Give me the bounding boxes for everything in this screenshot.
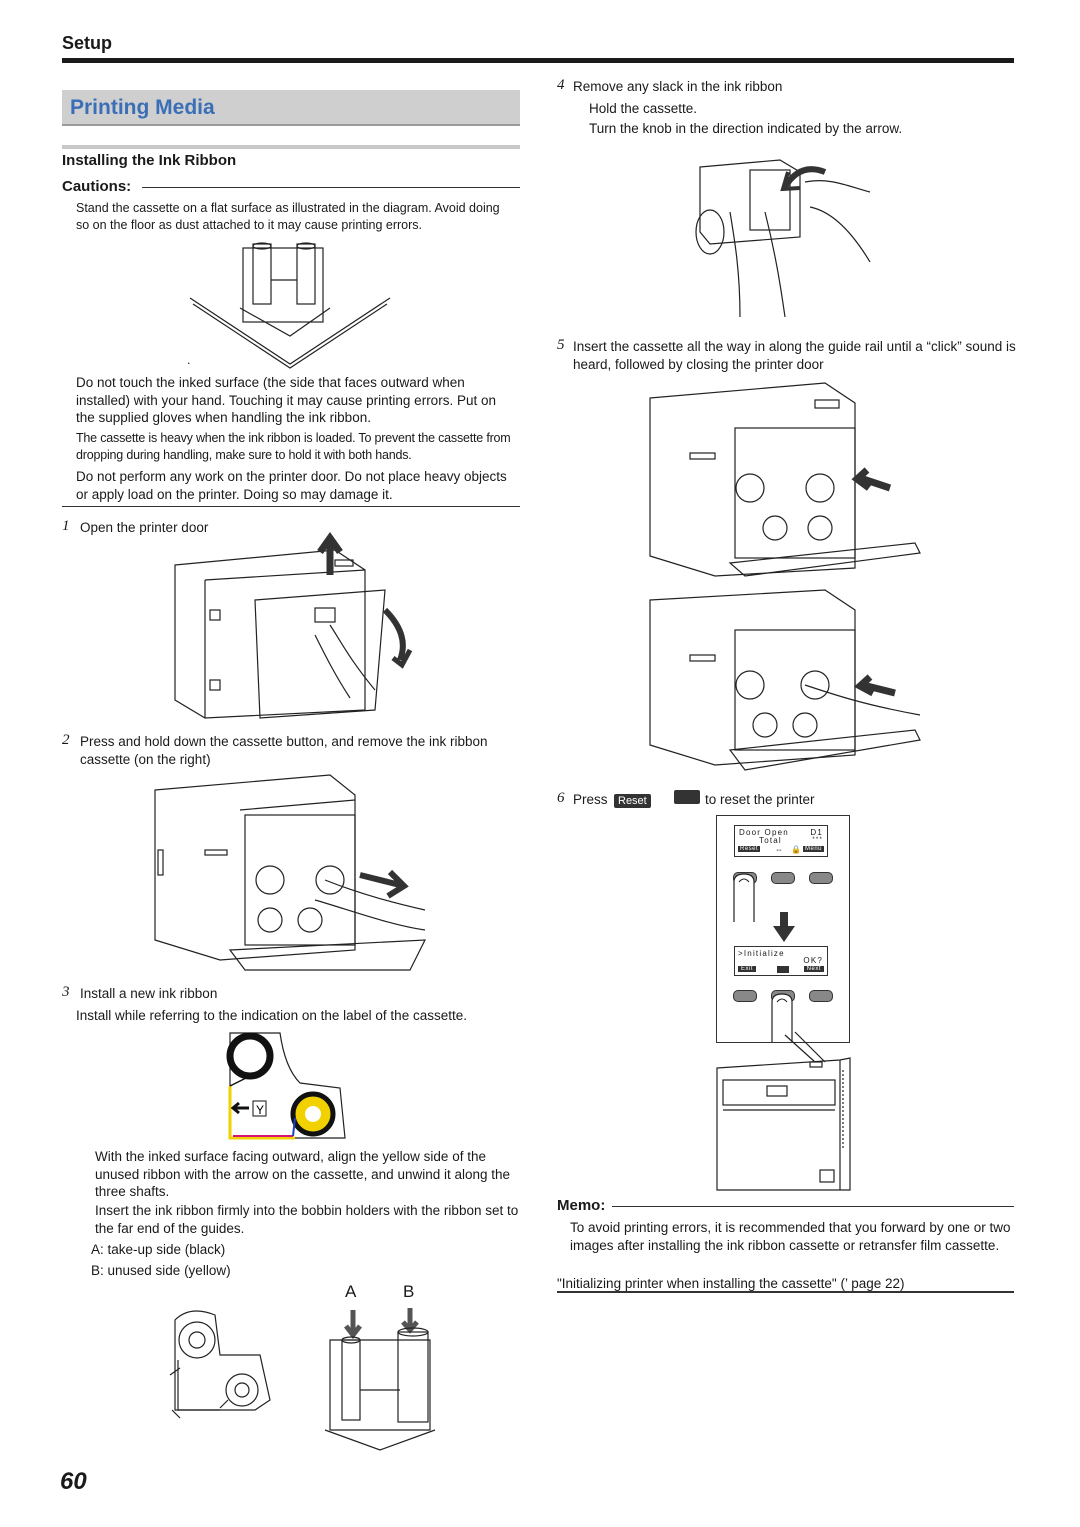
lcd1-right: Menu [802,846,824,852]
panel-button-left-2 [733,990,757,1002]
insert-cassette-illustration [649,382,921,577]
cautions-label: Cautions: [62,178,132,195]
step-3-sub1: Install while referring to the indicatio… [76,1008,467,1023]
label-b: B [403,1282,415,1301]
reset-key: Reset [614,791,651,809]
caution-item-1: Stand the cassette on a flat surface as … [76,201,500,232]
step-3-sub3: Insert the ink ribbon firmly into the bo… [95,1203,519,1236]
memo-end-rule [557,1291,1014,1293]
panel-button-right [809,872,833,884]
step-2-number: 2 [62,732,70,748]
usb-icon: ⇔ [775,845,785,854]
printer-front-illustration [716,1031,851,1191]
step-1-text: Open the printer door [80,520,209,535]
subtitle-rule [62,145,520,149]
memo-text: To avoid printing errors, it is recommen… [570,1220,1011,1253]
step-5-text: Insert the cassette all the way in along… [573,339,1016,372]
memo-link[interactable]: "Initializing printer when installing th… [557,1276,905,1291]
down-arrow-icon [773,912,795,942]
bobbin-placement-illustration [169,1308,436,1451]
cassette-flat-surface-illustration [189,242,391,369]
label-y: Y [256,1103,264,1117]
open-printer-door-illustration [174,531,413,719]
panel-button-center [771,872,795,884]
label-a-description: A: take-up side (black) [91,1242,226,1257]
caution-item-3: The cassette is heavy when the ink ribbo… [76,431,511,462]
enter-key-icon [674,790,700,804]
caution-item-4: Do not perform any work on the printer d… [76,469,507,502]
control-panel [716,815,850,1043]
label-a: A [345,1282,357,1301]
cautions-end-rule [62,506,520,507]
section-title: Setup [62,33,113,53]
page-number: 60 [60,1468,87,1495]
close-door-illustration [649,589,921,771]
panel-button-right-2 [809,990,833,1002]
step-4-number: 4 [557,77,565,93]
subtitle: Installing the Ink Ribbon [62,152,237,169]
label-b-description: B: unused side (yellow) [91,1263,231,1278]
step-3-sub2: With the inked surface facing outward, a… [95,1149,511,1199]
step-5-number: 5 [557,337,565,353]
step-2-text: Press and hold down the cassette button,… [80,734,488,767]
caution-dot: . [187,353,191,367]
lcd2-left: Exit [738,966,757,972]
lcd2-right: Next [803,966,824,972]
step-4-sub1: Hold the cassette. [589,101,698,116]
finger-press-center-icon [771,993,793,1042]
lcd-screen-1: Door Open D1 Total *** Reset ⇔ 🔒 Menu [734,825,828,857]
header-rule [62,58,1014,63]
ribbon-label-illustration: Y [226,1032,346,1140]
finger-press-left-icon [733,873,755,922]
step-6-number: 6 [557,790,565,806]
lcd1-code: D1 [810,828,823,837]
lcd2-line2: OK? [803,956,823,965]
page-title: Printing Media [70,96,215,119]
lcd2-enter-icon [777,966,789,973]
lcd1-stars: *** [812,837,823,843]
step-6-press: Press [573,792,608,807]
lcd2-line1: >Initialize [738,949,785,958]
lcd1-line1: Door Open [739,828,789,837]
memo-label: Memo: [557,1197,606,1214]
step-3-text: Install a new ink ribbon [80,986,218,1001]
lcd1-left: Reset [738,846,761,852]
lcd1-line2: Total [759,836,782,845]
title-bar [62,90,520,126]
step-4-text: Remove any slack in the ink ribbon [573,79,783,94]
remove-cassette-illustration [154,774,426,971]
lock-icon: 🔒 [791,845,803,854]
remove-slack-illustration [695,159,871,318]
step-1-number: 1 [62,518,70,534]
cautions-rule [142,187,520,188]
memo-rule [612,1206,1014,1207]
lcd-screen-2: >Initialize OK? Exit Next [734,946,828,976]
step-6-text: to reset the printer [705,792,815,807]
step-3-number: 3 [62,984,70,1000]
caution-item-2: Do not touch the inked surface (the side… [76,375,496,425]
step-4-sub2: Turn the knob in the direction indicated… [589,121,903,136]
